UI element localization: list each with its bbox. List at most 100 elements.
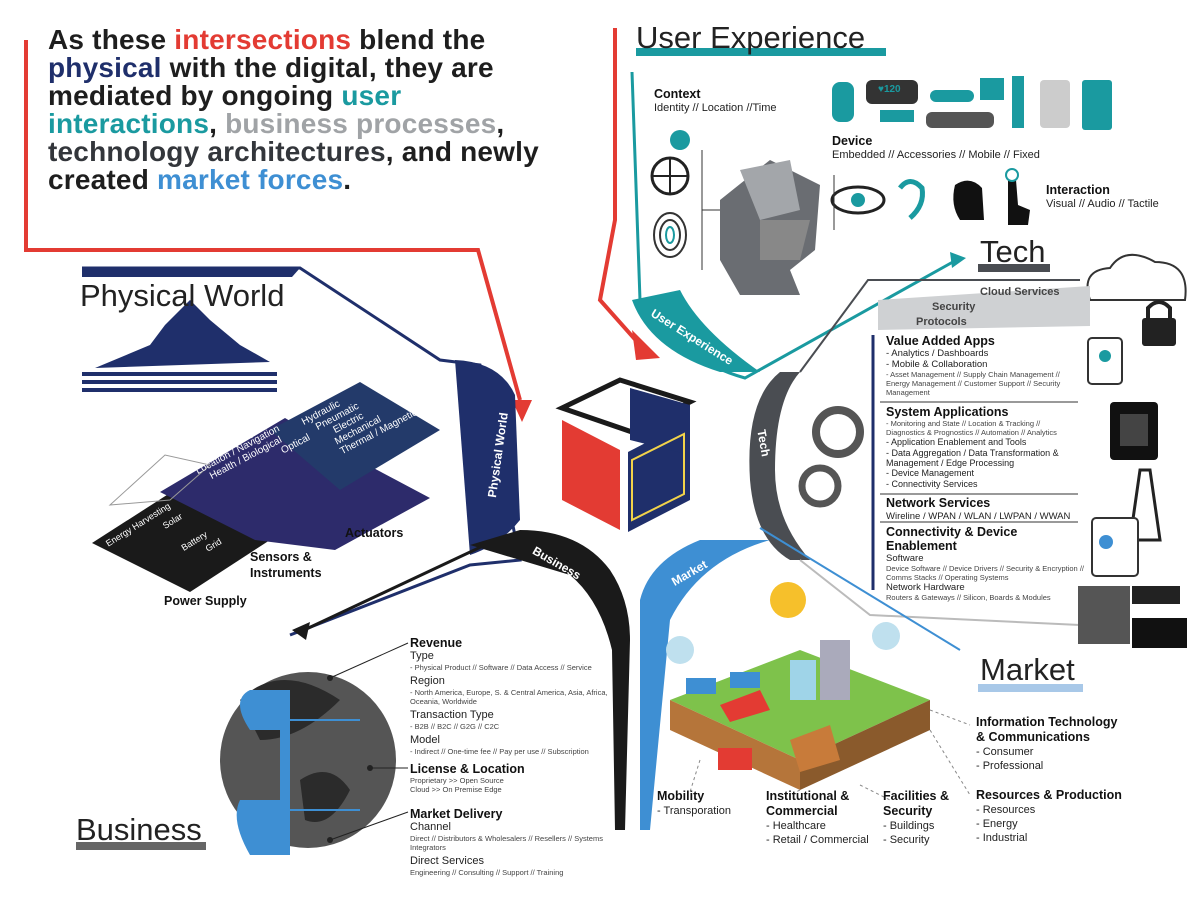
business-title-bar: [76, 842, 206, 850]
headline-text: ,: [209, 108, 226, 139]
tech-vaa-item: - Asset Management // Supply Chain Manag…: [886, 370, 1061, 397]
market-inst-title: Commercial: [766, 804, 838, 818]
ux-context-title: Context: [654, 87, 701, 101]
tech-sys-item: - Device Management: [886, 468, 975, 478]
tech-vaa-item: - Mobile & Collaboration: [886, 359, 988, 370]
business-revenue: Revenue Type - Physical Product // Softw…: [410, 636, 610, 756]
headline-text: , and newly created: [48, 136, 539, 195]
business-license-item: Proprietary >> Open Source: [410, 776, 504, 785]
ux-red-connector: [597, 28, 642, 347]
market-fac-item: - Security: [883, 834, 930, 846]
tech-value-added-apps: Value Added Apps - Analytics / Dashboard…: [886, 334, 1076, 397]
business-direct-items: Engineering // Consulting // Support // …: [410, 868, 564, 877]
dollar-globe-icon: [220, 672, 396, 855]
section-title-business: Business: [76, 812, 202, 847]
phone-icon: [1087, 337, 1123, 385]
fingerprint-icon: [653, 212, 687, 258]
section-title-market: Market: [980, 652, 1075, 687]
headline-word-physical: physical: [48, 52, 162, 83]
tech-stack-wedge: [878, 286, 1090, 330]
business-channel-label: Channel: [410, 821, 451, 833]
tech-stack-security: Security: [932, 301, 976, 313]
market-mobility: Mobility - Transporation: [657, 789, 731, 818]
business-model-label: Model: [410, 734, 440, 746]
headline: As these intersections blend the physica…: [48, 26, 568, 194]
tech-band-line-lower: [799, 559, 1081, 626]
market-ict-item: - Professional: [976, 760, 1044, 772]
tech-stack-protocols: Protocols: [916, 316, 967, 328]
headline-word-market-forces: market forces: [157, 164, 344, 195]
physical-band: [455, 360, 520, 555]
market-inst-title: Institutional &: [766, 789, 850, 803]
market-institutional: Institutional & Commercial - Healthcare …: [766, 789, 869, 847]
business-model-items: - Indirect // One-time fee // Pay per us…: [410, 747, 589, 756]
business-license-title: License & Location: [410, 762, 525, 776]
tech-title-bar: [978, 264, 1050, 272]
section-title-tech: Tech: [980, 234, 1046, 269]
business-band-line: [299, 543, 486, 634]
headline-text: .: [343, 164, 352, 195]
ux-device-title: Device: [832, 134, 873, 148]
physical-tiles: [92, 382, 440, 592]
market-fac-item: - Buildings: [883, 820, 935, 832]
tech-conn-sw: Software: [886, 553, 924, 564]
physical-title-bar: [82, 268, 300, 277]
tech-band-line: [799, 279, 1080, 373]
ux-band: [632, 290, 760, 372]
market-band-line: [759, 527, 961, 651]
tech-conn-hw-items: Routers & Gateways // Silicon, Boards & …: [886, 593, 1051, 602]
circuit-board-icon: [1078, 586, 1187, 648]
ux-band-arrow-icon: [950, 252, 966, 268]
headline-bracket: [24, 40, 522, 401]
business-license-item: Cloud >> On Premise Edge: [410, 785, 502, 794]
section-title-user-experience: User Experience: [636, 20, 866, 55]
market-ict: Information Technology & Communications …: [976, 715, 1117, 773]
ear-icon: [898, 179, 925, 220]
tech-stack-cloud: Cloud Services: [980, 286, 1060, 298]
market-ict-item: - Consumer: [976, 746, 1034, 758]
headline-arrow-icon: [512, 400, 532, 422]
business-type-items: - Physical Product // Software // Data A…: [410, 663, 592, 672]
eye-icon: [830, 185, 886, 215]
headline-word-business-processes: business processes: [225, 108, 497, 139]
headline-text: As these: [48, 24, 175, 55]
market-band: [640, 540, 770, 830]
ux-title-bar: [636, 48, 886, 56]
tech-band: [749, 372, 810, 560]
market-title-bar: [978, 684, 1083, 692]
section-title-physical-world: Physical World: [80, 278, 285, 313]
tech-vaa-title: Value Added Apps: [886, 334, 995, 348]
ux-interaction-title: Interaction: [1046, 183, 1110, 197]
market-res-item: - Resources: [976, 804, 1036, 816]
touch-hand-icon: [1005, 168, 1030, 225]
headline-text: ,: [496, 108, 505, 139]
tech-conn-hw: Network Hardware: [886, 582, 965, 593]
market-inst-item: - Healthcare: [766, 820, 826, 832]
cloud-icon: [1086, 253, 1187, 301]
tech-sys-item: - Connectivity Services: [886, 479, 978, 489]
market-fac-title: Facilities &: [883, 789, 949, 803]
market-fac-title: Security: [883, 804, 933, 818]
tech-connectivity: Connectivity & Device Enablement Softwar…: [886, 525, 1086, 602]
business-arrow-icon: [292, 622, 310, 640]
mountain-icon: [82, 300, 277, 392]
headline-word-technology-architectures: technology architectures: [48, 136, 386, 167]
tower-icon: [1128, 468, 1162, 542]
smart-city-illustration: [666, 582, 930, 790]
ux-device-items: Embedded // Accessories // Mobile // Fix…: [832, 149, 1040, 161]
ux-interaction-items: Visual // Audio // Tactile: [1046, 198, 1159, 210]
market-res-title: Resources & Production: [976, 788, 1122, 802]
tech-vaa-item: - Analytics / Dashboards: [886, 348, 989, 359]
tablet-icon: [1091, 517, 1139, 577]
market-ict-title: & Communications: [976, 730, 1090, 744]
market-res-item: - Energy: [976, 818, 1018, 830]
tech-net-item: Wireline / WPAN / WLAN / LWPAN / WWAN: [886, 511, 1071, 522]
device-icons: [832, 76, 1112, 130]
tech-conn-sw-items: Device Software // Device Drivers // Sec…: [886, 564, 1084, 582]
tech-sys-item: - Application Enablement and Tools: [886, 437, 1027, 447]
market-connectors: [689, 709, 971, 801]
headline-word-intersections: intersections: [174, 24, 352, 55]
headline-word-user-interactions: user interactions: [48, 80, 402, 139]
